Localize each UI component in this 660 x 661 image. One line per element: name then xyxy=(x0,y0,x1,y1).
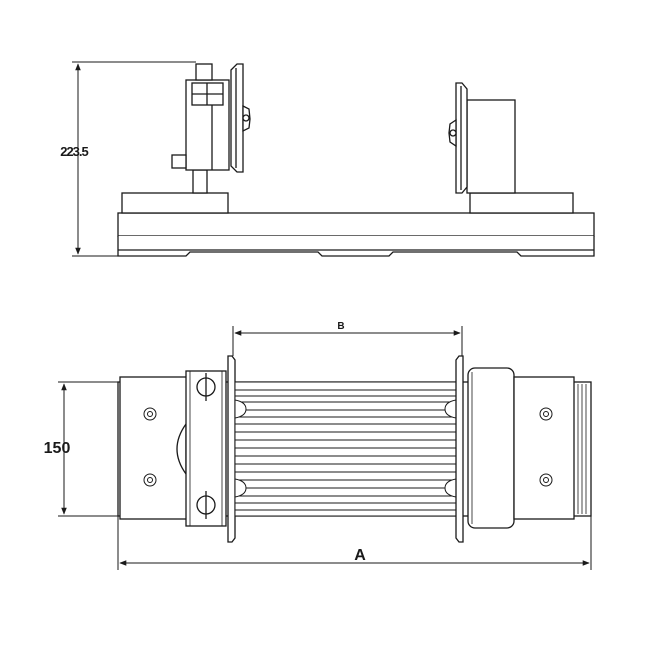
side-right-head xyxy=(466,99,516,194)
top-view xyxy=(117,355,592,543)
top-right-head xyxy=(467,367,515,529)
height-dimension-label: 223.5 xyxy=(60,144,88,159)
inner-length-dimension xyxy=(232,326,463,356)
total-length-dimension-label: A xyxy=(354,547,366,564)
top-centers xyxy=(234,399,457,498)
top-left-face-plate xyxy=(227,355,236,543)
top-right-slide-block xyxy=(513,376,575,520)
top-guide-rails xyxy=(234,381,457,517)
top-right-bolts xyxy=(539,407,553,487)
side-left-center xyxy=(242,104,251,133)
top-left-head xyxy=(185,370,227,527)
width-dimension xyxy=(58,381,118,517)
side-left-face-plate xyxy=(230,63,244,173)
side-base-rail xyxy=(117,212,595,257)
height-dimension xyxy=(72,61,196,257)
side-left-head xyxy=(171,63,230,171)
width-dimension-label: 150 xyxy=(44,440,71,457)
inner-length-dimension-label: B xyxy=(337,321,344,332)
side-view xyxy=(117,63,595,257)
side-right-face-plate xyxy=(455,82,468,194)
side-right-slide-block xyxy=(469,192,574,214)
top-right-face-plate xyxy=(455,355,464,543)
side-left-slide-block xyxy=(121,192,229,214)
top-left-bolts xyxy=(143,407,157,487)
total-length-dimension xyxy=(117,516,592,570)
side-right-center xyxy=(448,118,457,148)
side-left-post xyxy=(192,169,208,194)
